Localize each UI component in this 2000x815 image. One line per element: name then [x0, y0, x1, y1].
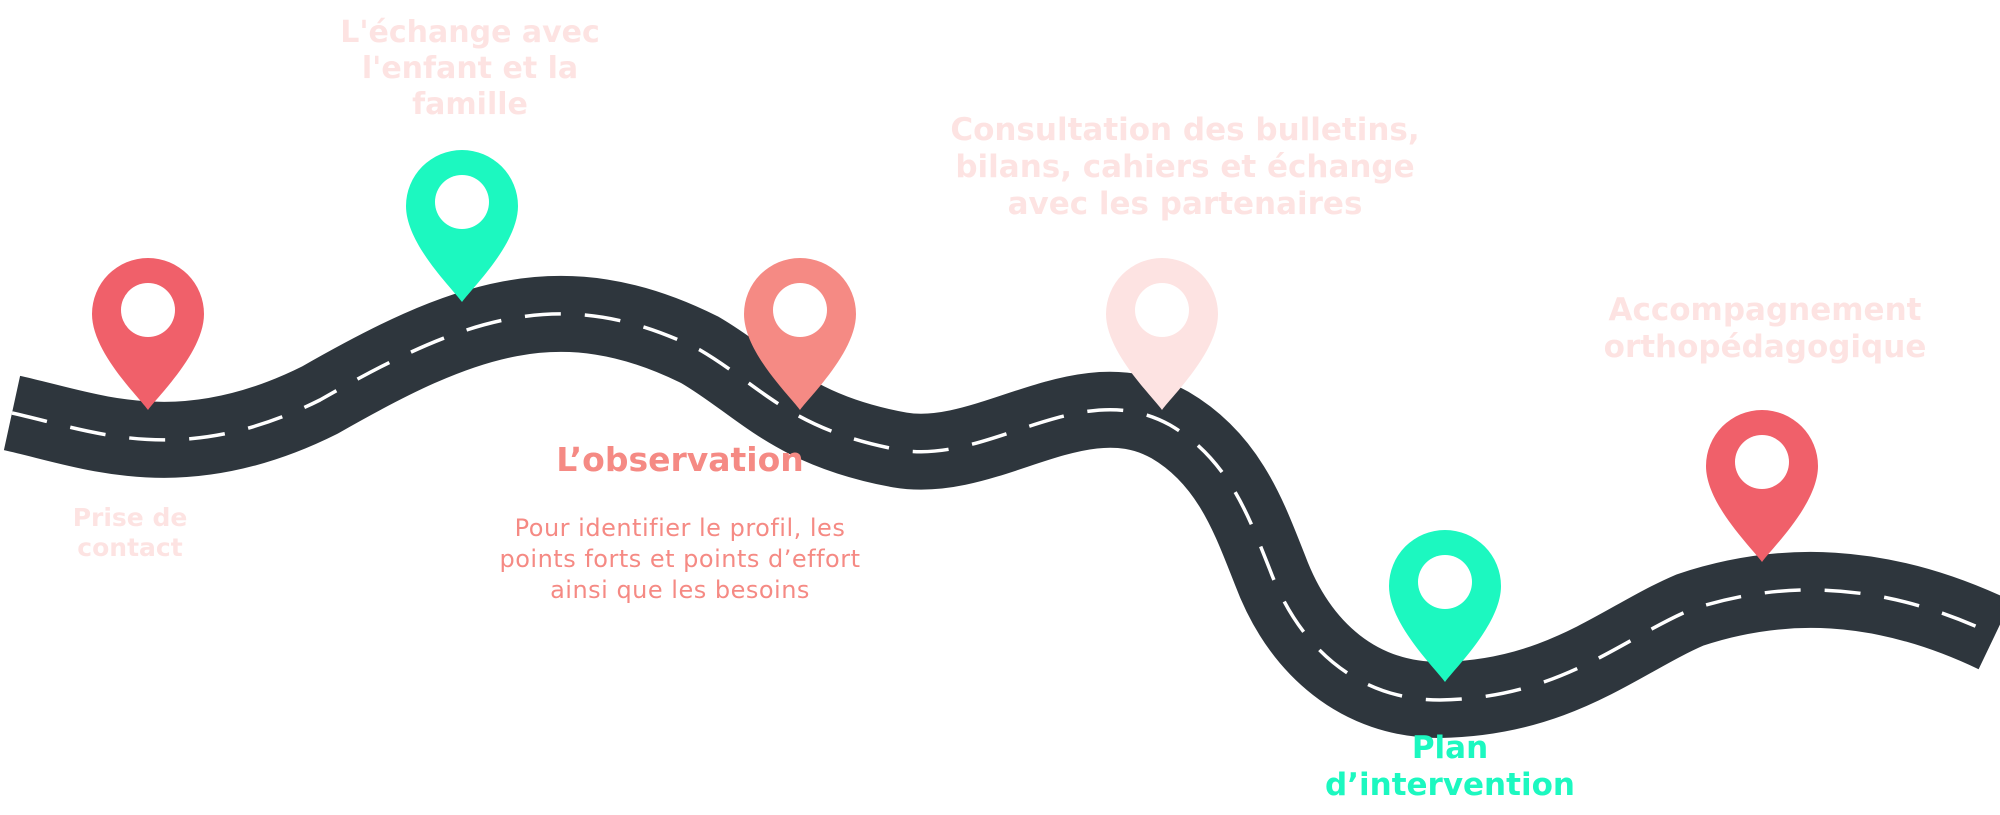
pin-hole: [1735, 435, 1789, 489]
location-pin-icon: [406, 150, 518, 302]
step-label-plan: Plan d’intervention: [1300, 730, 1600, 804]
pin-hole: [1135, 283, 1189, 337]
location-pin-icon: [1706, 410, 1818, 562]
pin-hole: [773, 283, 827, 337]
pin-hole: [1418, 555, 1472, 609]
step-title-observation: L’observation: [556, 440, 804, 479]
step-label-observation: L’observation: [520, 440, 840, 480]
step-label-exchange: L'échange avec l'enfant et la famille: [300, 15, 640, 123]
step-title-support: Accompagnement orthopédagogique: [1603, 292, 1927, 366]
location-pin-icon: [1106, 258, 1218, 410]
step-label-support: Accompagnement orthopédagogique: [1600, 292, 1930, 366]
pin-hole: [121, 283, 175, 337]
step-description-text: Pour identifier le profil, les points fo…: [499, 514, 861, 605]
step-title-exchange: L'échange avec l'enfant et la famille: [340, 15, 600, 122]
location-pin-icon: [744, 258, 856, 410]
step-description-observation: Pour identifier le profil, les points fo…: [490, 513, 870, 607]
pin-hole: [435, 175, 489, 229]
step-title-contact: Prise de contact: [72, 503, 188, 562]
step-label-contact: Prise de contact: [40, 503, 220, 563]
location-pin-icon: [92, 258, 204, 410]
step-title-plan: Plan d’intervention: [1325, 730, 1575, 804]
road-center-line: [11, 312, 1996, 702]
step-title-consultation: Consultation des bulletins, bilans, cahi…: [950, 112, 1420, 223]
step-label-consultation: Consultation des bulletins, bilans, cahi…: [910, 112, 1460, 224]
location-pin-icon: [1389, 530, 1501, 682]
road: [3, 276, 2000, 739]
